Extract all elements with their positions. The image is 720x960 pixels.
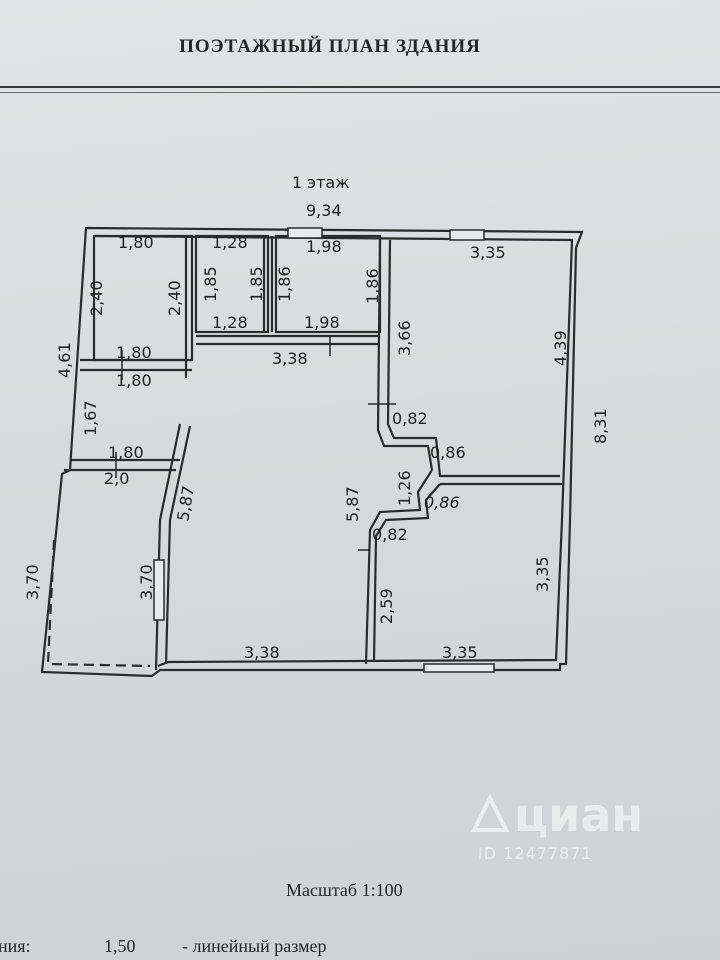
dim-bath-height-b: 1,85 (247, 266, 266, 302)
dim-kitchen-height: 5,87 (343, 486, 362, 522)
cian-logo-icon (470, 794, 510, 832)
dim-diag-b: 0,86 (424, 493, 460, 512)
living-partition-2 (164, 425, 192, 665)
dim-porch-width-a: 1,80 (108, 443, 144, 462)
watermark-id: ID 12477871 (478, 844, 593, 863)
scale-label: Масштаб 1:100 (286, 880, 403, 900)
title-rule-secondary (0, 92, 720, 93)
legend-label: ния: (0, 936, 31, 956)
watermark: циан ID 12477871 (470, 788, 660, 868)
dim-wc-top: 1,80 (118, 233, 154, 252)
dim-wc-height-inner: 2,40 (165, 280, 184, 316)
page-title: ПОЭТАЖНЫЙ ПЛАН ЗДАНИЯ (179, 36, 481, 57)
dim-wc-bottom-a: 1,80 (116, 343, 152, 362)
dim-niche-height: 1,67 (81, 400, 100, 436)
door-ticks (115, 336, 396, 551)
plan-walls (40, 226, 584, 678)
outer-wall (40, 226, 584, 678)
dim-corridor-width-b: 0,82 (372, 525, 408, 544)
dim-wc-bottom-b: 1,80 (116, 371, 152, 390)
dim-corridor-height: 3,66 (395, 320, 414, 356)
dim-hall-bottom: 1,98 (304, 313, 340, 332)
dim-bath-top: 1,28 (212, 233, 248, 252)
dim-porch-width-b: 2,0 (104, 469, 129, 488)
diagonal-wall-2 (372, 483, 441, 663)
dim-room-right-height: 4,39 (551, 330, 570, 366)
legend-value: 1,50 (104, 936, 136, 956)
window-left (153, 559, 165, 621)
bath-room (194, 234, 270, 334)
floor-label: 1 этаж (292, 173, 350, 192)
dim-overall-height: 8,31 (591, 408, 610, 444)
dim-hall-top: 1,98 (306, 237, 342, 256)
window-top-2 (449, 229, 485, 241)
dim-room-top: 3,35 (470, 243, 506, 262)
terrace-outline (46, 539, 151, 668)
dim-terrace-height-inner: 3,70 (137, 564, 156, 600)
dim-hall-height: 1,86 (363, 268, 382, 304)
dim-left-height: 4,61 (55, 342, 74, 378)
dim-wc-height: 2,40 (87, 280, 106, 316)
legend-text: - линейный размер (182, 936, 327, 956)
dim-diag-a: 0,86 (430, 443, 466, 462)
dim-terrace-height: 3,70 (23, 564, 42, 600)
title-rule (0, 86, 720, 88)
diagonal-wall (364, 469, 433, 665)
dim-corridor-width: 0,82 (392, 409, 428, 428)
dim-living-width-bottom: 3,38 (244, 643, 280, 662)
corridor-left-wall (376, 239, 434, 471)
windows (153, 227, 495, 673)
dim-bedroom2-height: 3,35 (533, 556, 552, 592)
watermark-brand: циан (514, 788, 644, 842)
dim-bath-height-a: 1,85 (201, 266, 220, 302)
dim-living-width-top: 3,38 (272, 349, 308, 368)
dim-bath-height-c: 1,86 (275, 266, 294, 302)
window-bottom (423, 663, 495, 673)
corridor-right-wall (386, 239, 560, 478)
window-top-1 (287, 227, 323, 239)
dim-diag-height: 1,26 (395, 470, 414, 506)
dim-overall-width: 9,34 (306, 201, 342, 220)
dim-bedroom-height: 2,59 (377, 588, 396, 624)
dim-bath-bottom: 1,28 (212, 313, 248, 332)
dim-bedroom2-width: 3,35 (442, 643, 478, 662)
